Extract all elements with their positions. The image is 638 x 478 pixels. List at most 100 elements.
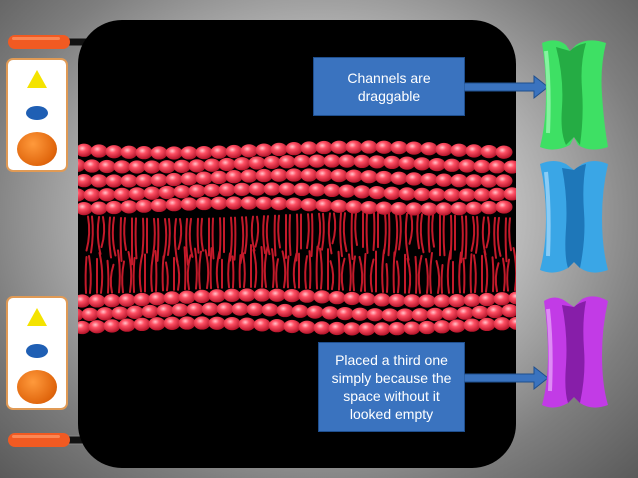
blue-channel-icon[interactable] [536, 158, 612, 276]
lipid-head [503, 160, 516, 174]
lipid-head [300, 168, 318, 182]
lipid-head [78, 320, 91, 335]
lipid-tail [242, 252, 246, 289]
lipid-tail [238, 254, 242, 289]
lipid-head [508, 291, 516, 305]
purple-channel-icon[interactable] [538, 293, 612, 411]
lipid-tail [491, 256, 495, 293]
lipid-tail [215, 250, 221, 289]
lipid-head [323, 154, 341, 168]
lipid-tail [398, 212, 402, 251]
lipid-head [128, 187, 146, 201]
orange-circle-icon[interactable] [17, 132, 57, 166]
lipid-head [420, 202, 438, 216]
lipid-head [223, 288, 241, 302]
lipid-tail [342, 212, 348, 253]
blue-oval-icon[interactable] [26, 344, 48, 358]
lipid-tail [440, 263, 444, 294]
lipid-tail [442, 214, 446, 257]
orange-circle-icon[interactable] [17, 370, 57, 404]
lipid-head [308, 183, 326, 197]
callout-bottom-text: Placed a third one simply because the sp… [331, 352, 452, 422]
lipid-tail [111, 216, 117, 257]
lipid-head [313, 321, 331, 335]
lipid-head [90, 201, 108, 215]
lipid-tail [85, 215, 91, 252]
lipid-tail [156, 217, 160, 262]
lipid-head [285, 142, 303, 156]
lipid-head [448, 294, 466, 308]
lipid-tail [90, 215, 94, 254]
lipid-tail [277, 214, 281, 249]
lipid-head [203, 158, 221, 172]
lipid-head [255, 196, 273, 210]
lipid-head [486, 304, 504, 319]
lipid-tail [485, 216, 491, 249]
lipid-head [105, 174, 123, 188]
lipid-head [330, 199, 348, 213]
lipid-tail [281, 250, 287, 289]
lipid-head [78, 308, 84, 321]
lipid-head [390, 140, 408, 155]
lipid-tail [350, 212, 354, 261]
lipid-head [188, 184, 206, 198]
lipid-head [336, 306, 354, 321]
lipid-head [298, 320, 316, 334]
lipid-head [358, 292, 376, 306]
lipid-tail [108, 216, 112, 259]
lipid-tail [271, 248, 275, 289]
lipid-head [368, 155, 386, 169]
lipid-tail [383, 212, 387, 255]
lipid-tail [339, 212, 343, 258]
lipid-head [360, 140, 378, 154]
lipid-tail [337, 250, 341, 291]
lipid-tail [244, 216, 248, 255]
lipid-head [398, 156, 416, 170]
lipid-head [193, 316, 211, 330]
lipid-tail [331, 212, 337, 245]
yellow-triangle-icon[interactable] [8, 298, 66, 330]
lipid-head [308, 154, 326, 168]
lipid-head [383, 186, 401, 200]
lipid-tail [150, 254, 154, 293]
lipid-tail [315, 245, 319, 290]
lipid-tail [481, 216, 487, 256]
lipid-head [403, 294, 421, 308]
lipid-tail [132, 257, 136, 294]
lipid-head [493, 317, 511, 331]
lipid-tail [117, 249, 121, 294]
green-channel-icon[interactable] [536, 37, 612, 153]
lipid-head [313, 290, 331, 304]
lipid-tail [460, 215, 464, 264]
callout-top: Channels are draggable [313, 57, 465, 116]
lipid-head [306, 305, 324, 319]
lipid-head [225, 170, 243, 184]
lipid-head [435, 142, 453, 157]
lipid-tail [462, 257, 466, 294]
lipid-head [78, 201, 93, 216]
lipid-tail [109, 263, 115, 294]
lipid-head [458, 188, 476, 202]
lipid-head [381, 308, 399, 322]
lipid-head [163, 291, 181, 305]
lipid-head [283, 319, 301, 334]
lipid-head [255, 143, 273, 157]
lipid-tail [227, 252, 231, 289]
lipid-head [285, 168, 303, 182]
lipid-head [495, 174, 513, 188]
lipid-tail [196, 217, 200, 254]
lipid-head [248, 156, 266, 170]
lipid-head [135, 146, 153, 160]
lipid-head [225, 144, 243, 159]
lipid-tail [167, 217, 171, 256]
yellow-triangle-icon[interactable] [8, 60, 66, 92]
lipid-head [255, 168, 273, 183]
lipid-head [135, 199, 153, 213]
lipid-tail [188, 217, 194, 258]
lipid-tail [265, 215, 271, 256]
lipid-head [188, 159, 206, 173]
lipid-tail [475, 215, 479, 254]
lipid-tail [504, 217, 508, 263]
lipid-head [420, 172, 438, 187]
blue-oval-icon[interactable] [26, 106, 48, 120]
